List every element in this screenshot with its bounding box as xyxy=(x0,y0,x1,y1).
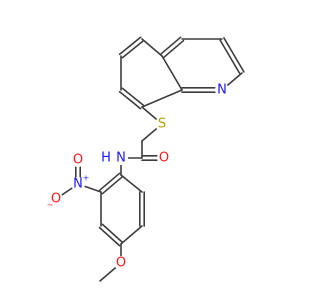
double-bond-line xyxy=(101,175,124,195)
atom-background xyxy=(215,83,229,97)
double-bond-line xyxy=(121,39,145,59)
charge-nitro-plus: + xyxy=(83,174,90,183)
atom-background xyxy=(114,256,128,270)
atom-background xyxy=(49,192,63,206)
double-bond-line xyxy=(98,172,121,192)
atom-background xyxy=(71,153,85,167)
double-bond-line xyxy=(159,36,182,56)
atom-label-o-carbonyl: O xyxy=(159,151,169,166)
double-bond-line xyxy=(98,226,121,247)
single-bond xyxy=(141,89,183,108)
double-bond-line xyxy=(162,39,185,59)
bond-lines xyxy=(55,36,245,282)
atom-background xyxy=(114,151,128,165)
double-bond-line xyxy=(219,39,241,75)
single-bond xyxy=(120,174,143,193)
atom-label-o-nitro-double: O xyxy=(73,153,83,168)
double-bond-line xyxy=(223,37,245,73)
atom-background xyxy=(99,151,113,165)
atom-background xyxy=(155,117,169,131)
double-bond-line xyxy=(118,90,142,110)
single-bond xyxy=(120,225,143,245)
double-bond-line xyxy=(121,87,145,107)
atom-label-n-quinoline: N xyxy=(217,83,227,98)
atom-background xyxy=(157,151,171,165)
atom-label-s-thioether: S xyxy=(158,117,166,132)
single-bond xyxy=(161,55,183,91)
double-bond-line xyxy=(101,223,124,244)
atom-label-o-methoxy: O xyxy=(116,256,126,271)
charge-nitro-minus: − xyxy=(47,201,54,210)
atom-label-o-nitro-minus: O xyxy=(51,192,61,207)
atom-label-h-amide: H xyxy=(101,151,111,166)
atom-label-n-nitro: N xyxy=(73,177,83,192)
atom-label-n-amide: N xyxy=(116,151,126,166)
double-bond-line xyxy=(118,36,142,56)
atom-background xyxy=(71,177,85,191)
single-bond xyxy=(141,38,163,57)
